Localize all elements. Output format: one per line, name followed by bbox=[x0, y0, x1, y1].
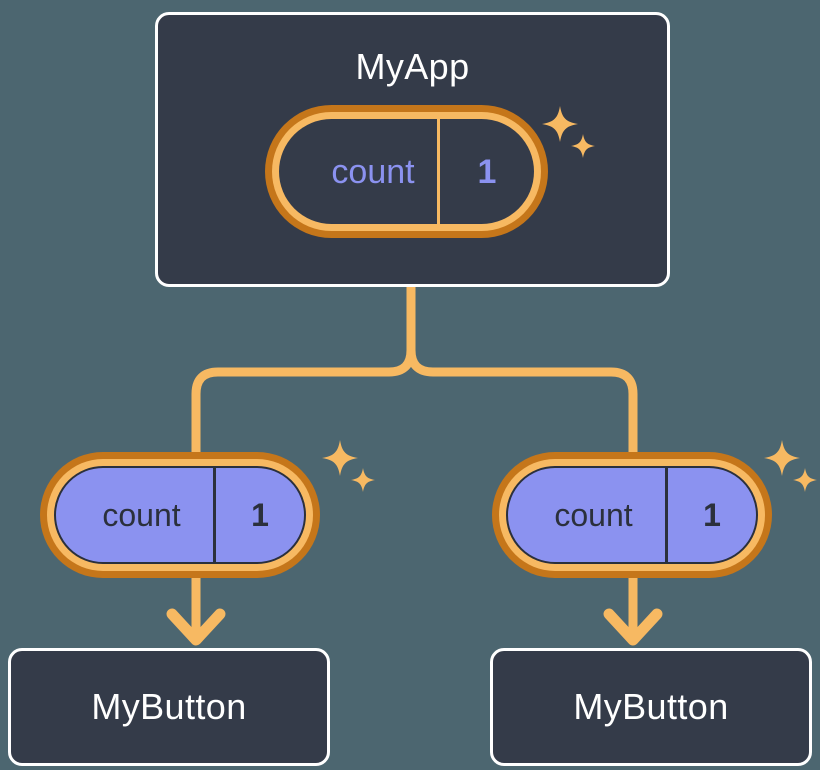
state-value-label: 1 bbox=[251, 497, 269, 533]
state-pill-divider bbox=[213, 468, 216, 562]
component-title-mybutton-right: MyButton bbox=[573, 686, 729, 727]
component-title-mybutton-left: MyButton bbox=[91, 686, 247, 727]
connector-branch-left bbox=[191, 345, 416, 457]
state-key-label: count bbox=[102, 497, 181, 533]
state-key-label: count bbox=[331, 152, 415, 191]
state-pill-divider bbox=[437, 119, 440, 224]
state-pill-mybutton-left[interactable]: count 1 bbox=[40, 452, 320, 578]
state-value-label: 1 bbox=[477, 152, 497, 191]
state-key-label: count bbox=[554, 497, 633, 533]
down-arrow-icon-right bbox=[603, 578, 663, 646]
state-pill-myapp[interactable]: count 1 bbox=[265, 105, 548, 238]
component-card-mybutton-left[interactable]: MyButton bbox=[8, 648, 330, 766]
connector-branch-right bbox=[406, 345, 638, 457]
state-pill-divider bbox=[665, 468, 668, 562]
state-pill-mybutton-right[interactable]: count 1 bbox=[492, 452, 772, 578]
state-value-label: 1 bbox=[703, 497, 721, 533]
component-title-myapp: MyApp bbox=[355, 46, 470, 87]
sparkles-icon-mybutton-left bbox=[318, 438, 380, 500]
down-arrow-icon-left bbox=[166, 578, 226, 646]
component-card-mybutton-right[interactable]: MyButton bbox=[490, 648, 812, 766]
